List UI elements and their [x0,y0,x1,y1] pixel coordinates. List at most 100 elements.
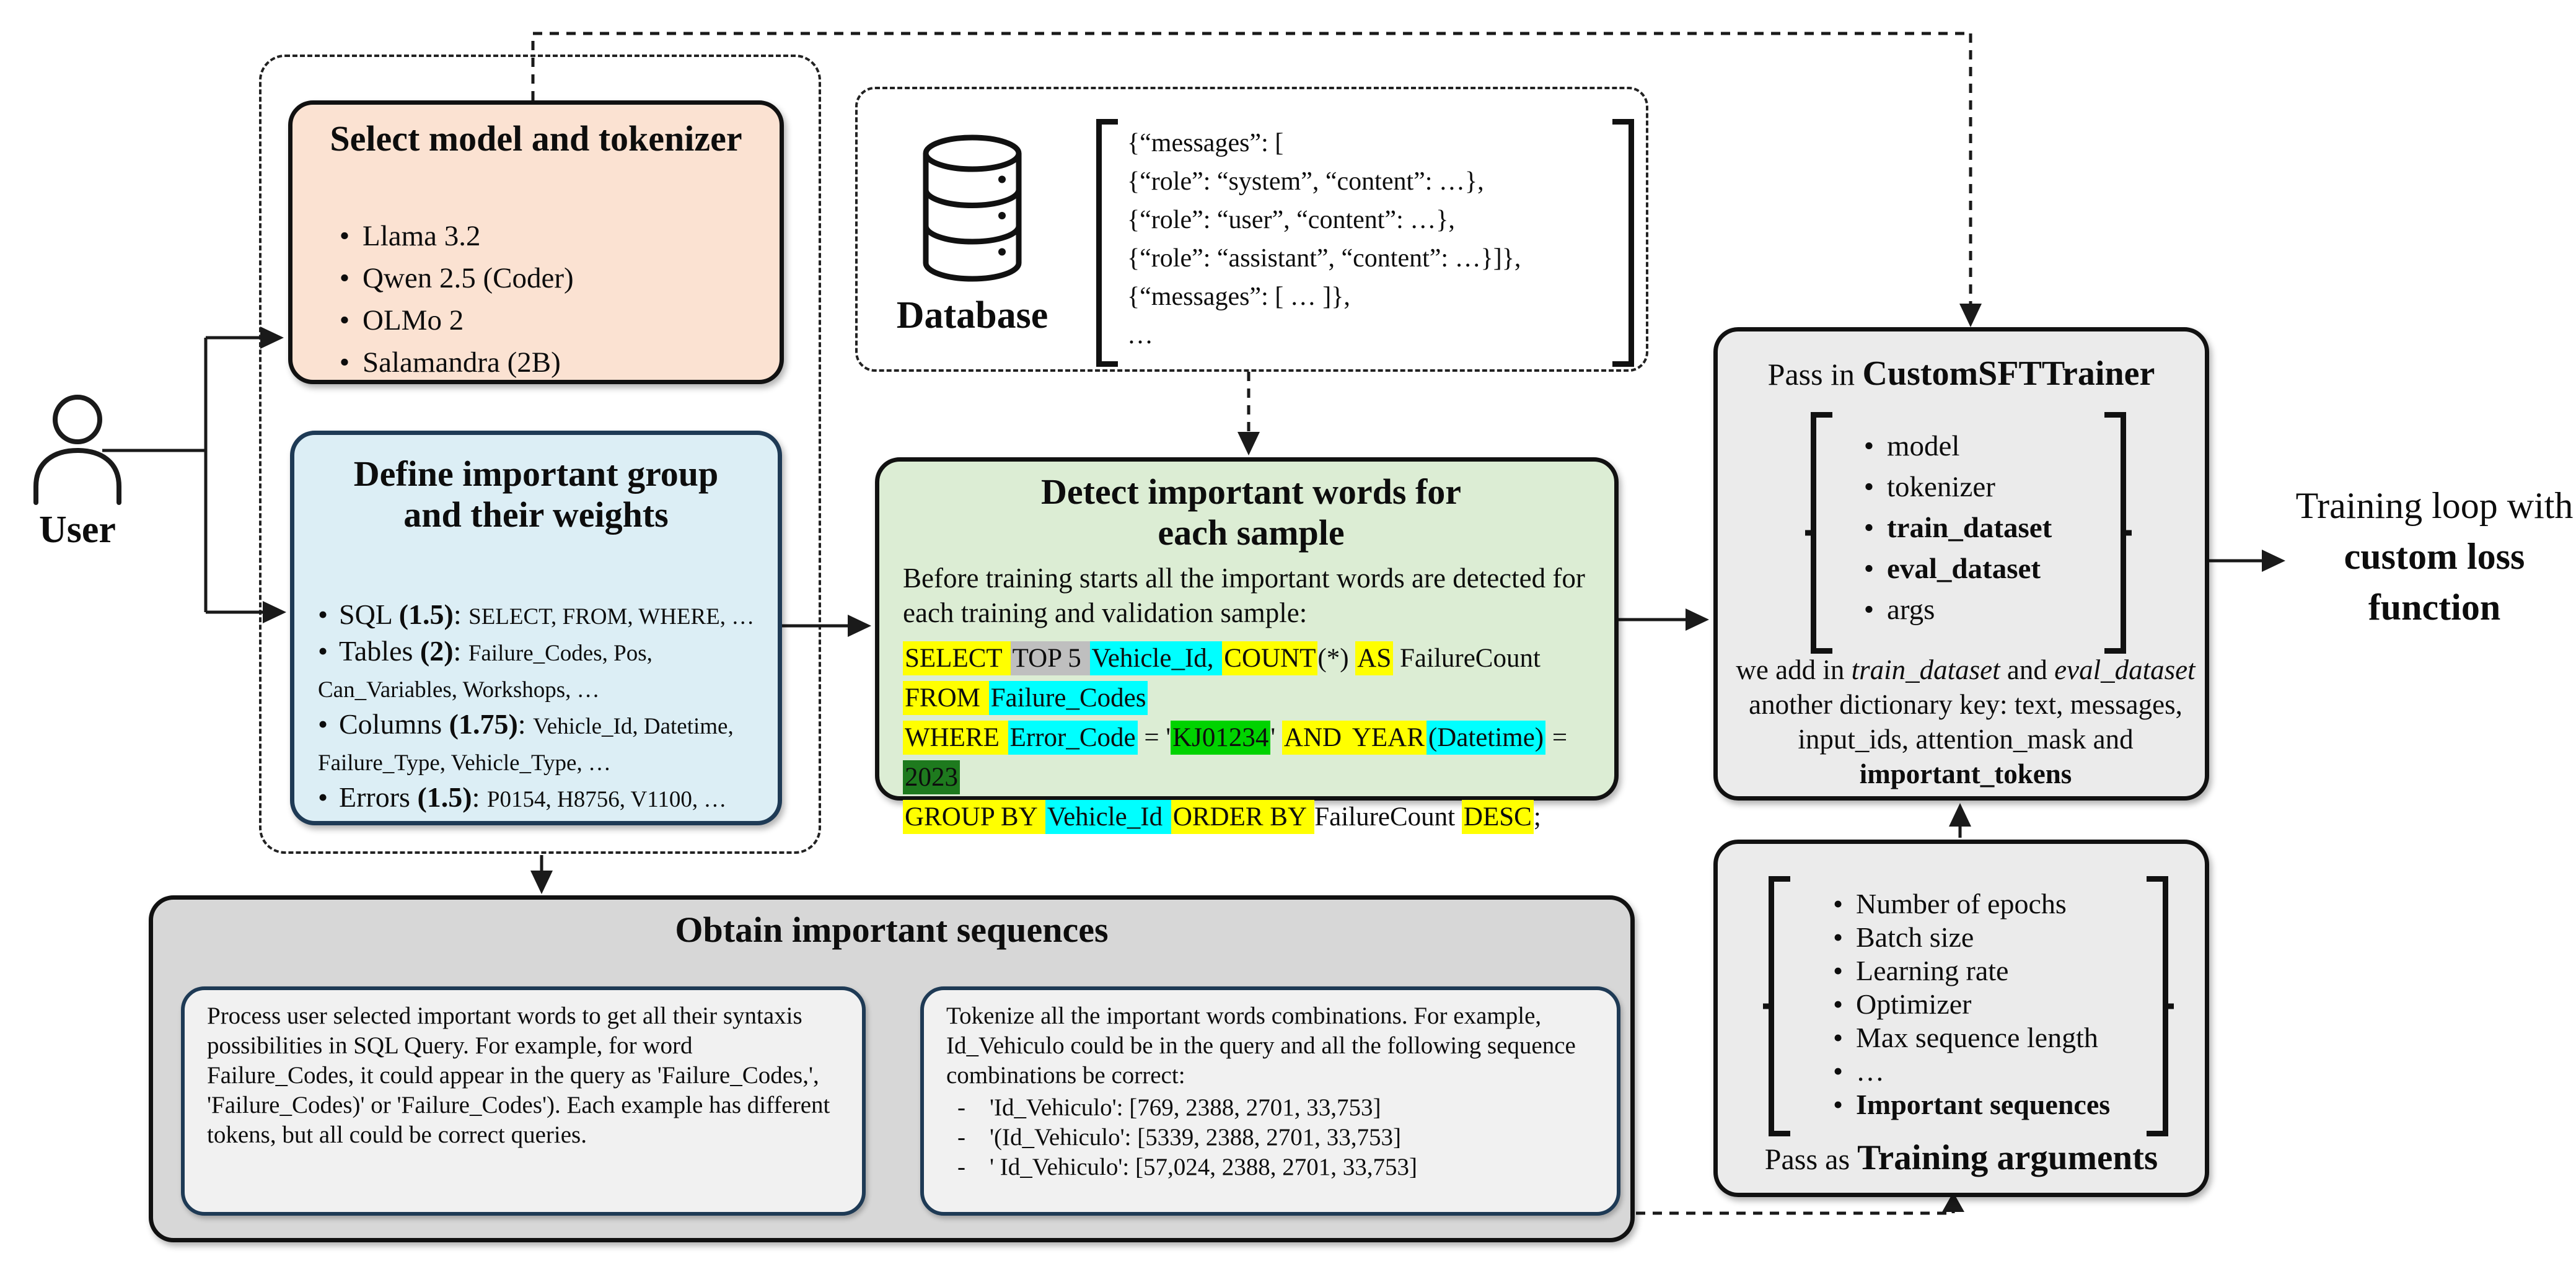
text-segment: train_dataset [1851,654,2000,685]
left-bracket [1769,876,1790,1136]
text-segment: (1.5) [398,599,454,630]
text-segment: : [472,781,487,813]
list-item: Learning rate [1820,954,2130,988]
args-footer: Pass as Training arguments [1718,1138,2205,1178]
database-json-lines: {“messages”: [ {“role”: “system”, “conten… [1127,124,1611,354]
text-segment: train_dataset [1887,512,2052,544]
obtain-sequences-box: Obtain important sequences Process user … [149,895,1635,1242]
sql-line: WHERE Error_Code = 'KJ01234' AND YEAR(Da… [903,718,1609,797]
list-item: Errors (1.5): P0154, H8756, V1100, … [318,780,760,817]
text-segment: : [453,635,468,667]
list-item: Salamandra (2B) [327,341,760,384]
text-segment: SQL [339,599,399,630]
right-bracket [2147,876,2168,1136]
list-item: OLMo 2 [327,299,760,341]
text-segment: (Datetime) [1426,721,1546,755]
text-segment: custom loss function [2344,536,2525,628]
text-segment: … [1856,1055,1884,1087]
text-segment: (1.75) [449,708,518,740]
list-item: Optimizer [1820,988,2130,1021]
text-segment: Vehicle_Id, [1089,641,1223,675]
text-segment: Errors [339,781,418,813]
select-model-box: Select model and tokenizer Llama 3.2Qwen… [288,100,784,384]
training-args-list: Number of epochsBatch sizeLearning rateO… [1820,887,2130,1121]
list-item: ' Id_Vehiculo': [57,024, 2388, 2701, 33,… [946,1152,1607,1182]
list-item: '(Id_Vehiculo': [5339, 2388, 2701, 33,75… [946,1123,1607,1152]
list-item: Columns (1.75): Vehicle_Id, Datetime, Fa… [318,707,760,780]
args-footer-prefix: Pass as [1764,1143,1858,1176]
list-item: … [1127,321,1153,349]
database-region: Database {“messages”: [{“role”: “system”… [855,87,1648,372]
text-segment: FROM [903,681,989,715]
list-item: SQL (1.5): SELECT, FROM, WHERE, … [318,597,760,634]
list-item: Max sequence length [1820,1021,2130,1055]
trainer-title-prefix: Pass in [1767,357,1863,392]
text-segment: Vehicle_Id [1045,800,1171,834]
sql-line: FROM Failure_Codes [903,678,1609,718]
detect-words-box: Detect important words for each sample B… [875,457,1619,834]
text-segment: DESC [1461,800,1534,834]
text-segment: WHERE [903,721,1008,755]
sql-query: SELECT TOP 5 Vehicle_Id, COUNT(*) AS Fai… [903,639,1609,837]
select-model-list: Llama 3.2Qwen 2.5 (Coder)OLMo 2Salamandr… [327,215,760,384]
text-segment: Failure_Codes [988,681,1148,715]
list-item: {“messages”: [ … ]}, [1127,283,1350,311]
list-item: model [1851,426,2099,467]
text-segment: Max sequence length [1856,1022,2098,1053]
text-segment: we add in [1736,654,1852,685]
text-segment: tokenizer [1887,471,1995,503]
right-bracket [1612,119,1634,367]
text-segment: AND [1281,721,1350,755]
list-item: {“role”: “user”, “content”: …}, [1127,206,1455,234]
user-config-dashed-region [259,55,821,854]
text-segment: SELECT, FROM, WHERE, … [468,604,755,630]
sql-line: SELECT TOP 5 Vehicle_Id, COUNT(*) AS Fai… [903,639,1609,678]
text-segment: (*) [1317,644,1356,673]
text-segment: 2023 [903,760,960,794]
text-segment: Error_Code [1008,721,1138,755]
text-segment: GROUP BY [903,800,1045,834]
text-segment: Columns [339,708,449,740]
trainer-title-name: CustomSFTTrainer [1862,354,2155,393]
list-item: Batch size [1820,921,2130,954]
user-label: User [39,509,116,551]
trainer-note: we add in train_dataset and eval_dataset… [1735,652,2196,791]
list-item: {“role”: “system”, “content”: …}, [1127,167,1484,196]
list-item: Important sequences [1820,1088,2130,1121]
text-segment: Optimizer [1856,988,1972,1020]
text-segment: COUNT [1222,641,1318,675]
detect-words-intro: Before training starts all the important… [903,563,1585,628]
left-bracket [1096,119,1118,367]
weights-title: Define important group and their weights [353,454,719,535]
text-segment: FailureCount [1314,802,1462,832]
database-icon [917,133,1028,291]
text-segment: AS [1355,641,1394,675]
text-segment: SELECT [903,641,1011,675]
list-item: {“messages”: [ [1127,129,1284,157]
text-segment: Failure_Codes, Pos, Can_Variables, Works… [318,641,653,703]
text-segment: = [1545,723,1574,752]
training-loop-text: Training loop with custom loss function [2293,480,2576,633]
list-item: {“role”: “assistant”, “content”: …}]}, [1127,244,1521,273]
text-segment: TOP 5 [1010,641,1090,675]
text-segment: eval_dataset [1887,553,2041,585]
text-segment: Number of epochs [1856,888,2067,919]
text-segment: another dictionary key: text, messages, … [1749,689,2183,755]
trainer-args-list: model tokenizer train_dataset eval_dataseta… [1851,426,2099,630]
list-item: Number of epochs [1820,887,2130,921]
text-segment: YEAR [1350,721,1426,755]
list-item: Tables (2): Failure_Codes, Pos, Can_Vari… [318,634,760,707]
list-item: … [1820,1055,2130,1088]
trainer-box: Pass in CustomSFTTrainer model tokenizer t… [1713,327,2209,801]
left-bracket [1811,412,1832,654]
text-segment: args [1887,594,1935,626]
text-segment: : [517,708,534,740]
text-segment: Learning rate [1856,955,2009,986]
tokenize-panel: Tokenize all the important words combina… [920,986,1620,1216]
obtain-sequences-title: Obtain important sequences [675,910,1109,950]
text-segment: Important sequences [1856,1089,2111,1120]
text-segment: KJ01234 [1171,721,1271,755]
weights-box: Define important group and their weights… [290,431,782,825]
